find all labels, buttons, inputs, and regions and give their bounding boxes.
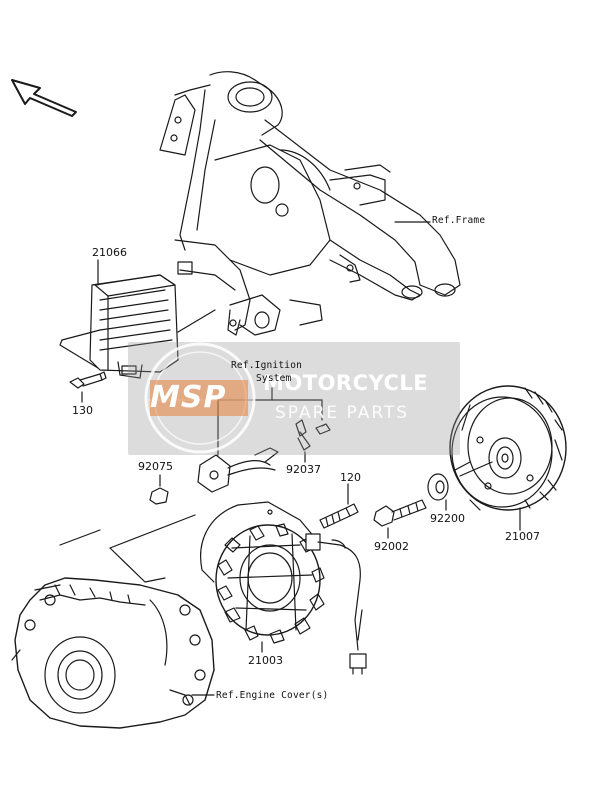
ref-ignition-label: Ref.Ignition xyxy=(231,360,303,371)
ref-ignition-label-line2: System xyxy=(256,373,292,384)
ref-frame-label: Ref.Frame xyxy=(432,215,486,226)
stator-21003-drawing xyxy=(200,501,367,675)
part-number-92037: 92037 xyxy=(286,463,321,476)
part-number-92200: 92200 xyxy=(430,512,465,525)
bolt-92002-drawing xyxy=(373,499,427,527)
pickup-coil-drawing xyxy=(197,447,279,493)
bolt-130-drawing xyxy=(69,371,107,389)
grommet-92075-drawing xyxy=(149,487,169,505)
part-number-130: 130 xyxy=(72,404,93,417)
part-number-21066: 21066 xyxy=(92,246,127,259)
shaft-line xyxy=(459,461,493,477)
part-number-92002: 92002 xyxy=(374,540,409,553)
rotor-21007-drawing xyxy=(449,385,567,531)
part-number-21007: 21007 xyxy=(505,530,540,543)
ref-engine-cover-label: Ref.Engine Cover(s) xyxy=(216,690,329,701)
connection-leaders xyxy=(59,221,431,696)
bolt-120-drawing xyxy=(319,503,359,529)
direction-arrow-icon xyxy=(11,79,77,117)
part-number-120: 120 xyxy=(340,471,361,484)
watermark-subtitle: SPARE PARTS xyxy=(275,403,410,423)
part-number-92075: 92075 xyxy=(138,460,173,473)
washer-92200-drawing xyxy=(427,473,449,501)
watermark-title: MOTORCYCLE xyxy=(263,371,429,395)
engine-cover-drawing xyxy=(11,577,215,729)
part-number-21003: 21003 xyxy=(248,654,283,667)
frame-drawing xyxy=(159,71,461,336)
watermark-logo-text: MSP xyxy=(150,380,227,415)
clip-92037-drawing xyxy=(295,419,331,451)
